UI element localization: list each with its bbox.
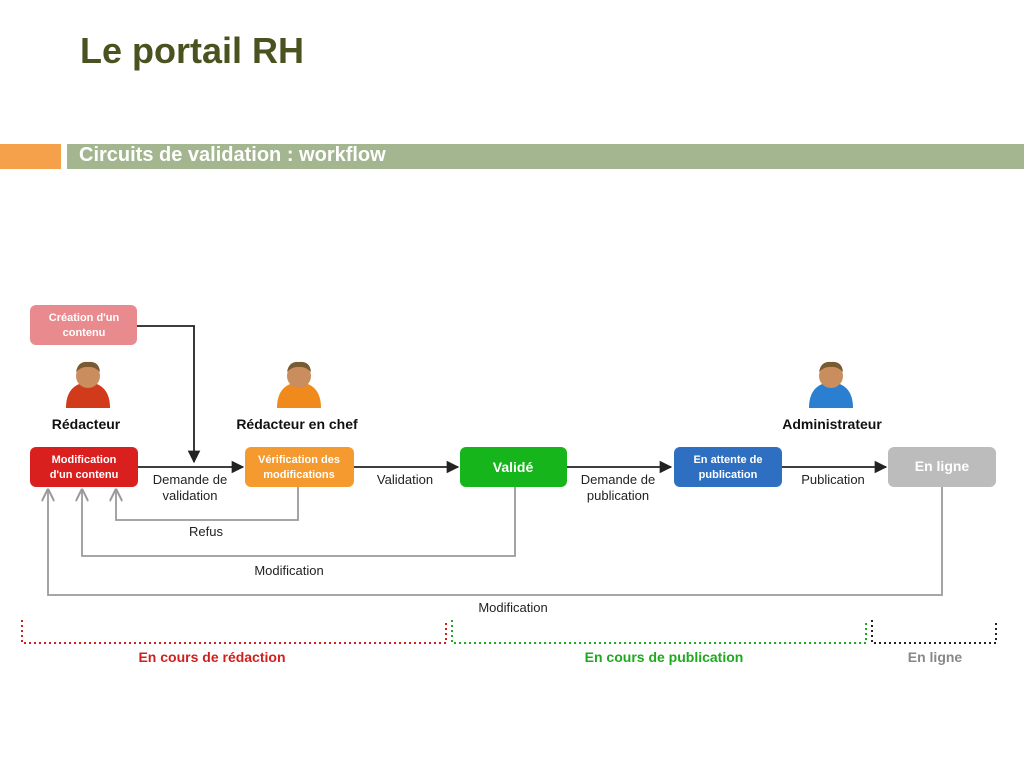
edge-publication: Publication: [801, 472, 865, 487]
edge-demande-publication-line2: publication: [587, 488, 649, 503]
node-en-ligne-label: En ligne: [915, 458, 970, 474]
node-modification: Modification d'un contenu: [30, 447, 138, 487]
edge-demande-validation-line2: validation: [163, 488, 218, 503]
edge-validation: Validation: [377, 472, 433, 487]
node-creation-line1: Création d'un: [49, 312, 120, 324]
node-creation: Création d'un contenu: [30, 305, 137, 345]
phase-label-publication: En cours de publication: [585, 649, 744, 665]
node-attente-line2: publication: [699, 469, 758, 481]
edge-demande-publication-line1: Demande de: [581, 472, 655, 487]
node-attente-line1: En attente de: [693, 454, 762, 466]
connectors: [137, 325, 888, 474]
node-valide: Validé: [460, 447, 567, 487]
phase-label-redaction: En cours de rédaction: [138, 649, 285, 665]
edge-demande-validation-line1: Demande de: [153, 472, 227, 487]
slide-subtitle: Circuits de validation : workflow: [79, 144, 386, 166]
accent-bar-orange: [0, 144, 61, 169]
node-en-ligne: En ligne: [888, 447, 996, 487]
node-modification-line1: Modification: [52, 454, 117, 466]
phase-bracket-en-ligne: [871, 620, 997, 644]
role-administrateur: Administrateur: [782, 416, 882, 432]
edge-refus: Refus: [189, 524, 223, 539]
redacteur-chef-avatar-icon: [277, 361, 321, 408]
phase-bracket-redaction: [21, 620, 447, 644]
node-verification-line1: Vérification des: [258, 454, 340, 466]
node-valide-label: Validé: [493, 459, 534, 475]
node-modification-line2: d'un contenu: [50, 469, 119, 481]
node-creation-line2: contenu: [63, 327, 106, 339]
role-redacteur-chef: Rédacteur en chef: [236, 416, 358, 432]
administrateur-avatar-icon: [809, 361, 853, 408]
node-attente: En attente de publication: [674, 447, 782, 487]
node-verification: Vérification des modifications: [245, 447, 354, 487]
subtitle-bar: [67, 144, 1024, 169]
node-verification-line2: modifications: [263, 469, 335, 481]
redacteur-avatar-icon: [66, 361, 110, 408]
phase-label-en-ligne: En ligne: [908, 649, 963, 665]
return-connectors: [48, 487, 943, 596]
edge-modification-1: Modification: [254, 563, 323, 578]
slide-title: Le portail RH: [80, 30, 305, 71]
role-redacteur: Rédacteur: [52, 416, 121, 432]
edge-modification-2: Modification: [478, 600, 547, 615]
phase-bracket-publication: [451, 620, 867, 644]
